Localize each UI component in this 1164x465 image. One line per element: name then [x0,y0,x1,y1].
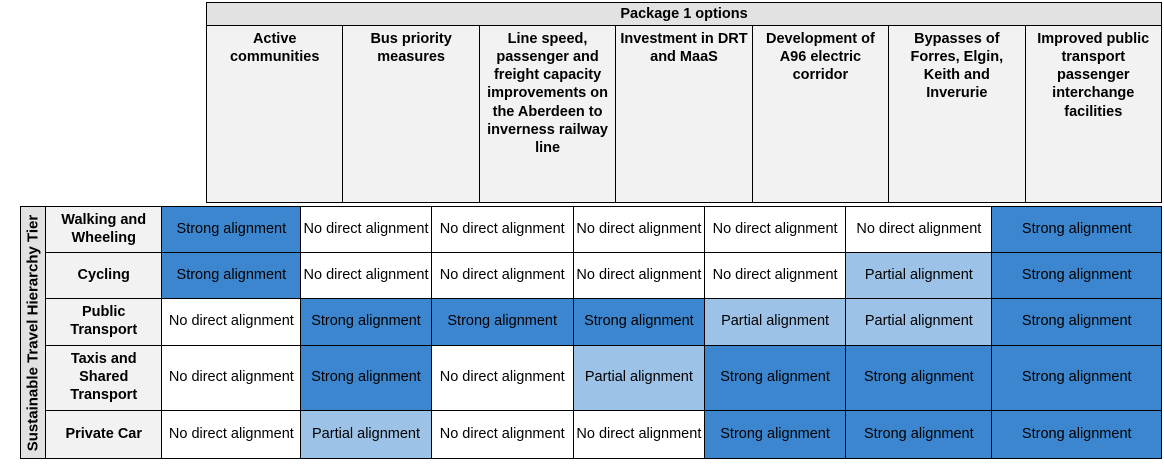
group-header-package-1: Package 1 options [206,2,1162,26]
cell-walking-a96-corridor: No direct alignment [703,206,847,253]
cell-private-car-interchange: Strong alignment [991,410,1162,459]
row-group-label-sustainable-travel-hierarchy-tier: Sustainable Travel Hierarchy Tier [19,206,47,459]
cell-taxis-line-speed: No direct alignment [430,345,574,411]
group-header-row: Package 1 options [206,2,1162,26]
cell-cycling-line-speed: No direct alignment [430,252,574,299]
cell-cycling-drt-maas: No direct alignment [572,252,705,299]
cell-public-transport-a96-corridor: Partial alignment [703,298,847,346]
cell-walking-interchange: Strong alignment [991,206,1162,253]
column-header-a96-electric-corridor: Development of A96 electric corridor [751,25,890,203]
column-header-interchange-facilities: Improved public transport passenger inte… [1024,25,1163,203]
cell-public-transport-bus-priority: Strong alignment [300,298,432,346]
cell-cycling-bypasses: Partial alignment [845,252,993,299]
cell-walking-line-speed: No direct alignment [430,206,574,253]
cell-taxis-interchange: Strong alignment [991,345,1162,411]
row-label-walking-and-wheeling: Walking and Wheeling [45,206,163,253]
cell-taxis-a96-corridor: Strong alignment [703,345,847,411]
cell-private-car-drt-maas: No direct alignment [572,410,705,459]
cell-public-transport-bypasses: Partial alignment [845,298,993,346]
column-header-bypasses: Bypasses of Forres, Elgin, Keith and Inv… [888,25,1026,203]
cell-private-car-active-communities: No direct alignment [161,410,302,459]
table-row: Taxis and Shared Transport No direct ali… [21,345,1162,411]
cell-private-car-a96-corridor: Strong alignment [703,410,847,459]
matrix-body-table: Sustainable Travel Hierarchy Tier Walkin… [19,206,1162,459]
cell-public-transport-active-communities: No direct alignment [161,298,302,346]
column-header-active-communities: Active communities [205,25,344,203]
table-row: Private Car No direct alignment Partial … [21,410,1162,459]
column-header-line-speed-capacity: Line speed, passenger and freight capaci… [478,25,617,203]
cell-walking-bypasses: No direct alignment [845,206,993,253]
row-label-public-transport: Public Transport [45,298,163,346]
row-label-taxis-and-shared-transport: Taxis and Shared Transport [45,345,163,411]
cell-cycling-active-communities: Strong alignment [161,252,302,299]
cell-private-car-bypasses: Strong alignment [845,410,993,459]
cell-cycling-interchange: Strong alignment [991,252,1162,299]
cell-taxis-bypasses: Strong alignment [845,345,993,411]
column-header-bus-priority-measures: Bus priority measures [342,25,480,203]
cell-walking-bus-priority: No direct alignment [300,206,432,253]
cell-walking-active-communities: Strong alignment [161,206,302,253]
cell-private-car-bus-priority: Partial alignment [300,410,432,459]
table-row: Public Transport No direct alignment Str… [21,298,1162,346]
cell-cycling-a96-corridor: No direct alignment [703,252,847,299]
cell-public-transport-interchange: Strong alignment [991,298,1162,346]
cell-taxis-bus-priority: Strong alignment [300,345,432,411]
column-header-drt-and-maas: Investment in DRT and MaaS [615,25,753,203]
cell-walking-drt-maas: No direct alignment [572,206,705,253]
cell-cycling-bus-priority: No direct alignment [300,252,432,299]
table-row: Cycling Strong alignment No direct align… [21,252,1162,299]
table-row: Sustainable Travel Hierarchy Tier Walkin… [19,206,1162,459]
cell-public-transport-drt-maas: Strong alignment [572,298,705,346]
row-label-cycling: Cycling [45,252,163,299]
column-header-row: Active communities Bus priority measures… [205,25,1163,203]
column-header-table: Package 1 options Active communities Bus… [205,2,1163,203]
cell-taxis-drt-maas: Partial alignment [572,345,705,411]
cell-taxis-active-communities: No direct alignment [161,345,302,411]
row-group-label-text: Sustainable Travel Hierarchy Tier [24,214,42,451]
row-label-private-car: Private Car [45,410,163,459]
cell-public-transport-line-speed: Strong alignment [430,298,574,346]
cell-private-car-line-speed: No direct alignment [430,410,574,459]
